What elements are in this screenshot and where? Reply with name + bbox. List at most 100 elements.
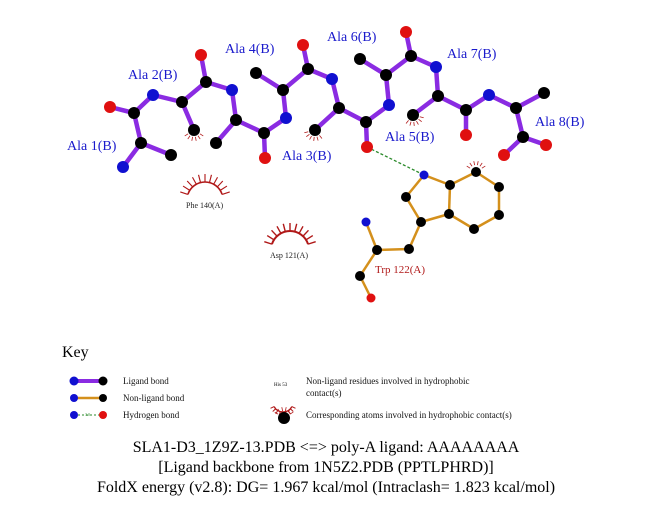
hydrophobic-contact-mark xyxy=(306,133,310,138)
caption-line-1: SLA1-D3_1Z9Z-13.PDB <=> poly-A ligand: A… xyxy=(133,439,520,456)
hydrophobic-arc-phe140-spoke xyxy=(221,191,230,195)
atom-N xyxy=(117,161,129,173)
hydrophobic-contact-mark xyxy=(284,407,287,412)
atom-C xyxy=(494,210,504,220)
hydrophobic-arc-phe140-spoke xyxy=(180,191,189,195)
hydrophobic-contact-mark xyxy=(405,120,409,124)
atom-N xyxy=(280,112,292,124)
hydrophobic-contact-mark xyxy=(184,133,189,137)
hydrophobic-contact-mark xyxy=(419,116,424,119)
key-ligand-bond-sample xyxy=(69,376,108,386)
atom-C xyxy=(230,114,242,126)
atom-C xyxy=(405,50,417,62)
key-hydrogen-bond-label: Hydrogen bond xyxy=(123,410,180,420)
atom-C xyxy=(469,224,479,234)
key-example-residue: His 53 xyxy=(274,383,288,388)
key-hydrogen-bond-sample xyxy=(70,411,107,419)
atom-C xyxy=(355,271,365,281)
atom-N xyxy=(226,84,238,96)
atom-N xyxy=(147,89,159,101)
key-arc-spoke xyxy=(290,408,294,412)
hydrophobic-arc-asp121-spoke xyxy=(276,226,282,234)
hydrophobic-contact-mark xyxy=(319,135,323,139)
hydrophobic-contact-mark xyxy=(469,162,473,167)
key-nonligand-residues-label-2: contact(s) xyxy=(306,388,341,398)
atom-C xyxy=(135,137,147,149)
hydrophobic-contact-mark xyxy=(281,407,284,412)
atom-O xyxy=(498,149,510,161)
key-arc-spoke xyxy=(272,408,276,412)
atom-C xyxy=(407,109,419,121)
hydrophobic-arc-asp121-spoke xyxy=(282,223,286,232)
key-nonligand-bond-label: Non-ligand bond xyxy=(123,393,185,403)
key-title: Key xyxy=(62,344,89,361)
atom-C xyxy=(250,67,262,79)
atom-C xyxy=(401,192,411,202)
residue-label-ala1: Ala 1(B) xyxy=(67,139,117,154)
hydrophobic-arc-phe140-spoke xyxy=(216,180,224,188)
key-hydrophobic-atom-icon xyxy=(274,407,294,424)
atom-O xyxy=(297,39,309,51)
atom-C xyxy=(372,245,382,255)
atom-C xyxy=(165,149,177,161)
hydrophobic-contact-mark xyxy=(187,135,191,140)
atom-C xyxy=(404,244,414,254)
residue-label-ala4: Ala 4(B) xyxy=(225,42,275,57)
atom-C xyxy=(494,182,504,192)
atom-N xyxy=(430,61,442,73)
hydrophobic-arc-phe140-spoke xyxy=(182,185,191,191)
hydrophobic-arc-phe140 xyxy=(187,181,223,195)
atom-C xyxy=(471,167,481,177)
key-atom-dot xyxy=(278,412,290,424)
hydrophobic-contact-mark xyxy=(194,136,197,141)
hydrophobic-arc-asp121-spoke xyxy=(271,229,278,237)
key-hbond-distance: 3.0 xyxy=(85,412,90,417)
hydrophobic-contact-mark xyxy=(199,133,204,137)
hydrophobic-arc-asp121-spoke xyxy=(305,234,314,241)
hydrophobic-arc-asp121 xyxy=(270,230,310,245)
hydrophobic-arc-phe140-spoke xyxy=(208,174,213,183)
atom-N xyxy=(361,217,371,227)
hydrophobic-arc-phe140-spoke xyxy=(191,176,197,185)
key-nonligand-residues-label: Non-ligand residues involved in hydropho… xyxy=(306,376,469,386)
atom-C xyxy=(277,84,289,96)
hydrophobic-contact-mark xyxy=(481,165,486,169)
atom-C xyxy=(538,87,550,99)
hydrophobic-contact-mark xyxy=(287,408,291,413)
atom-C xyxy=(200,76,212,88)
residue-label-ala2: Ala 2(B) xyxy=(128,68,178,83)
hydrogen-bond xyxy=(366,146,425,176)
hydrophobic-arc-asp121-spoke xyxy=(264,240,273,245)
residue-label-trp122: Trp 122(A) xyxy=(375,264,425,276)
hydrophobic-contact-mark xyxy=(191,136,194,141)
key-arc xyxy=(273,406,293,413)
atom-N xyxy=(483,89,495,101)
hydrophobic-contact-mark xyxy=(466,165,471,169)
hydrophobic-contact-mark xyxy=(473,161,476,166)
hydrophobic-arc-asp121-spoke xyxy=(302,229,309,237)
atom-C xyxy=(445,180,455,190)
atom-O xyxy=(460,129,472,141)
hydrophobic-arc-phe140-spoke xyxy=(219,185,228,191)
atom-C xyxy=(360,116,372,128)
hydrophobic-contact-mark xyxy=(289,411,294,415)
residue-label-ala7: Ala 7(B) xyxy=(447,47,497,62)
hydrophobic-contact-mark xyxy=(409,121,412,126)
residue-label-ala8: Ala 8(B) xyxy=(535,115,585,130)
atom-N xyxy=(326,73,338,85)
hydrophobic-contact-mark xyxy=(416,120,419,125)
caption-line-2: [Ligand backbone from 1N5Z2.PDB (PPTLPHR… xyxy=(158,459,494,476)
residue-label-phe140: Phe 140(A) xyxy=(186,201,223,210)
caption-line-3: FoldX energy (v2.8): DG= 1.967 kcal/mol … xyxy=(97,479,555,496)
key-arc-spoke xyxy=(270,406,275,409)
atom-C xyxy=(302,63,314,75)
atom-C xyxy=(517,131,529,143)
hydrophobic-arc-asp121-spoke xyxy=(266,234,275,241)
hydrophobic-arc-asp121-spoke xyxy=(298,226,304,234)
atom-C xyxy=(460,104,472,116)
key-corresponding-atoms-label: Corresponding atoms involved in hydropho… xyxy=(306,410,512,420)
atom-C xyxy=(128,107,140,119)
atom-O xyxy=(540,139,552,151)
nonligand-bond xyxy=(376,247,410,252)
